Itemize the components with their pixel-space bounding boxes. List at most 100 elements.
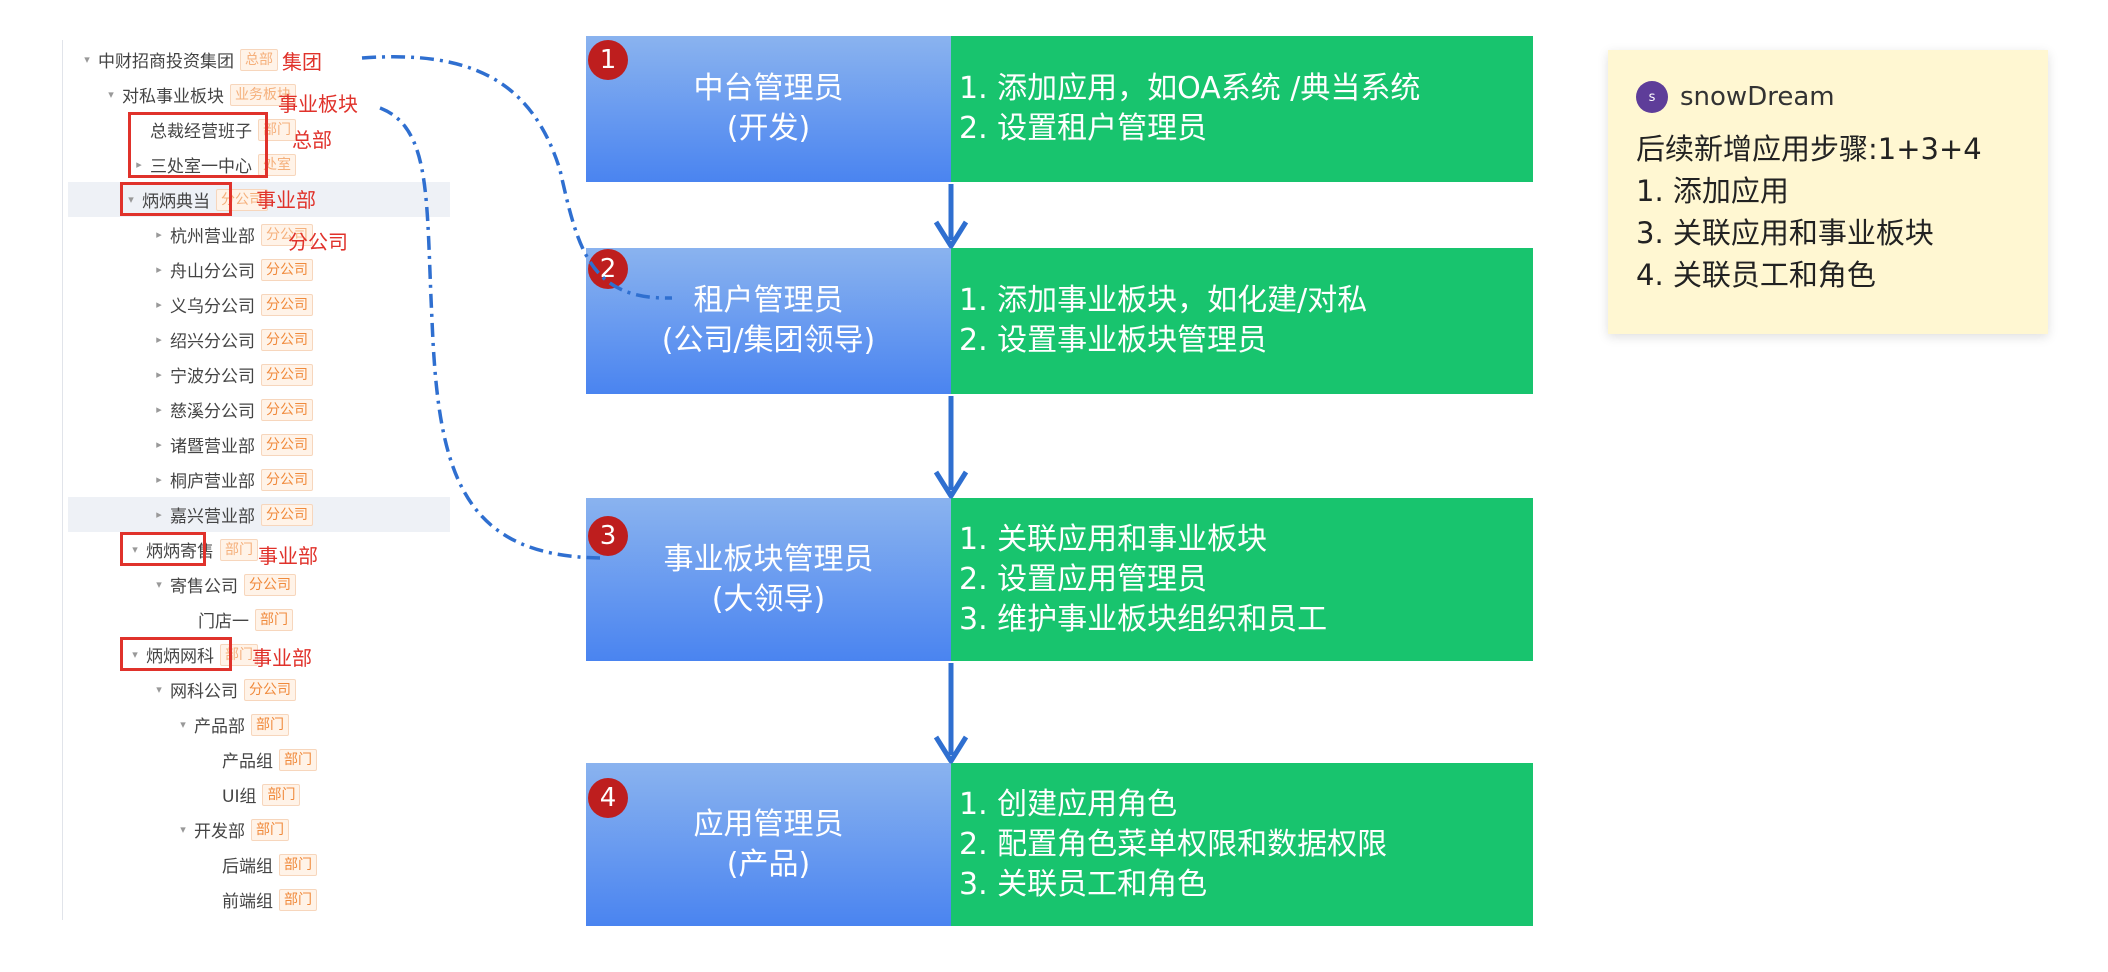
sticky-note: s snowDream 后续新增应用步骤:1+3+4 1. 添加应用 3. 关联…	[1608, 50, 2048, 334]
expand-arrow-icon[interactable]: ▸	[156, 473, 162, 486]
expand-arrow-icon[interactable]: ▸	[156, 368, 162, 381]
task-line: 1. 创建应用角色	[959, 786, 1178, 822]
tree-node[interactable]: ▾ 网科公司 分公司	[148, 672, 296, 707]
flow-arrow	[933, 184, 969, 249]
tree-node-label: 产品组	[222, 752, 273, 772]
role-title: 事业板块管理员	[663, 541, 874, 577]
task-box-step-4: 1. 创建应用角色 2. 配置角色菜单权限和数据权限 3. 关联员工和角色	[951, 763, 1533, 926]
tree-node[interactable]: ▸ 舟山分公司 分公司	[148, 252, 313, 287]
collapse-arrow-icon[interactable]: ▾	[84, 53, 90, 66]
expand-arrow-icon[interactable]: ▸	[136, 158, 142, 171]
note-author: snowDream	[1680, 82, 1835, 112]
role-box-app-admin: 应用管理员 (产品)	[586, 763, 951, 926]
annotation-label-segment: 事业板块	[278, 92, 358, 116]
tree-node[interactable]: ▸ 杭州营业部 分公司	[148, 217, 313, 252]
tree-node-badge: 分公司	[261, 363, 313, 386]
tree-node[interactable]: 门店一 部门	[176, 602, 293, 637]
task-line: 2. 设置应用管理员	[959, 561, 1208, 597]
tree-node[interactable]: ▸ 诸暨营业部 分公司	[148, 427, 313, 462]
collapse-arrow-icon[interactable]: ▾	[132, 648, 138, 661]
tree-node-badge: 部门	[279, 888, 317, 911]
flow-arrow	[933, 396, 969, 499]
task-line: 3. 关联员工和角色	[959, 866, 1208, 902]
tree-node-badge: 部门	[251, 713, 289, 736]
avatar: s	[1636, 81, 1668, 113]
tree-node[interactable]: ▸ 嘉兴营业部 分公司	[68, 497, 450, 532]
annotation-label-group: 集团	[282, 50, 322, 74]
tree-node-label: 产品部	[194, 717, 245, 737]
flow-arrow	[933, 663, 969, 764]
step-number-badge: 3	[588, 516, 628, 556]
tree-node-label: 嘉兴营业部	[170, 507, 255, 527]
collapse-arrow-icon[interactable]: ▾	[128, 193, 134, 206]
tree-node-label: 寄售公司	[170, 577, 238, 597]
tree-node-label: 义乌分公司	[170, 297, 255, 317]
role-subtitle: (公司/集团领导)	[661, 323, 876, 358]
tree-node-label: 中财招商投资集团	[98, 52, 234, 72]
tree-node[interactable]: ▾ 开发部 部门	[172, 812, 289, 847]
step-number-badge: 4	[588, 778, 628, 818]
collapse-arrow-icon[interactable]: ▾	[156, 683, 162, 696]
expand-arrow-icon[interactable]: ▸	[156, 438, 162, 451]
collapse-arrow-icon[interactable]: ▾	[108, 88, 114, 101]
tree-node-label: 前端组	[222, 892, 273, 912]
expand-arrow-icon[interactable]: ▸	[156, 403, 162, 416]
role-box-tenant-admin: 租户管理员 (公司/集团领导)	[586, 248, 951, 394]
expand-arrow-icon[interactable]: ▸	[156, 298, 162, 311]
note-line: 4. 关联员工和角色	[1636, 258, 1876, 292]
annotation-label-headquarters: 总部	[292, 128, 332, 152]
tree-node-label: 网科公司	[170, 682, 238, 702]
tree-node-segment[interactable]: ▾ 对私事业板块 业务板块	[100, 77, 296, 112]
expand-arrow-icon[interactable]: ▸	[156, 263, 162, 276]
org-tree-panel: ▾ 中财招商投资集团 总部 ▾ 对私事业板块 业务板块 总裁经营班子 部门 ▸ …	[0, 0, 450, 930]
note-header: s snowDream	[1636, 78, 2048, 116]
tree-node[interactable]: ▾ 寄售公司 分公司	[148, 567, 296, 602]
tree-node[interactable]: UI组 部门	[200, 777, 301, 812]
tree-node-badge: 分公司	[261, 503, 313, 526]
tree-node-badge: 部门	[262, 783, 301, 806]
tree-node-label: 门店一	[198, 612, 249, 632]
expand-arrow-icon[interactable]: ▸	[156, 228, 162, 241]
note-line: 后续新增应用步骤:1+3+4	[1636, 132, 1982, 166]
expand-arrow-icon[interactable]: ▸	[156, 333, 162, 346]
tree-node-label: 炳炳网科	[146, 647, 214, 667]
collapse-arrow-icon[interactable]: ▾	[156, 578, 162, 591]
step-number-badge: 1	[588, 40, 628, 80]
tree-node[interactable]: 后端组 部门	[200, 847, 317, 882]
tree-guide-line	[62, 40, 63, 920]
tree-node-badge: 分公司	[261, 328, 313, 351]
task-box-step-2: 1. 添加事业板块，如化建/对私 2. 设置事业板块管理员	[951, 248, 1533, 394]
tree-node-label: 桐庐营业部	[170, 472, 255, 492]
tree-node-division[interactable]: ▾ 炳炳典当 分公司	[68, 182, 450, 217]
tree-node[interactable]: ▸ 桐庐营业部 分公司	[148, 462, 313, 497]
tree-node[interactable]: ▸ 慈溪分公司 分公司	[148, 392, 313, 427]
tree-node-badge: 总部	[240, 48, 278, 71]
tree-node-badge: 分公司	[244, 678, 296, 701]
tree-node[interactable]: 前端组 部门	[200, 882, 317, 917]
tree-node-label: 对私事业板块	[122, 87, 224, 107]
tree-node-group[interactable]: ▾ 中财招商投资集团 总部	[76, 42, 278, 77]
task-line: 1. 关联应用和事业板块	[959, 521, 1268, 557]
tree-node-label: 杭州营业部	[170, 227, 255, 247]
collapse-arrow-icon[interactable]: ▾	[180, 718, 186, 731]
expand-arrow-icon[interactable]: ▸	[156, 508, 162, 521]
role-box-segment-admin: 事业板块管理员 (大领导)	[586, 498, 951, 661]
tree-node-label: 诸暨营业部	[170, 437, 255, 457]
tree-node[interactable]: ▸ 义乌分公司 分公司	[148, 287, 313, 322]
collapse-arrow-icon[interactable]: ▾	[180, 823, 186, 836]
annotation-box-division	[120, 532, 206, 566]
note-line: 1. 添加应用	[1636, 174, 1789, 208]
connector-group-to-tenant-admin	[361, 55, 673, 300]
tree-node[interactable]: ▸ 绍兴分公司 分公司	[148, 322, 313, 357]
tree-node[interactable]: ▸ 宁波分公司 分公司	[148, 357, 313, 392]
role-box-platform-admin: 中台管理员 (开发)	[586, 36, 951, 182]
tree-node-division[interactable]: ▾ 炳炳寄售 部门	[124, 532, 258, 567]
task-box-step-3: 1. 关联应用和事业板块 2. 设置应用管理员 3. 维护事业板块组织和员工	[951, 498, 1533, 661]
tree-node-badge: 部门	[255, 608, 293, 631]
note-body: 后续新增应用步骤:1+3+4 1. 添加应用 3. 关联应用和事业板块 4. 关…	[1636, 128, 2048, 296]
tree-node[interactable]: ▾ 产品部 部门	[172, 707, 289, 742]
collapse-arrow-icon[interactable]: ▾	[132, 543, 138, 556]
annotation-box-division	[120, 637, 232, 671]
tree-node[interactable]: 产品组 部门	[200, 742, 317, 777]
tree-node-label: 炳炳寄售	[146, 542, 214, 562]
